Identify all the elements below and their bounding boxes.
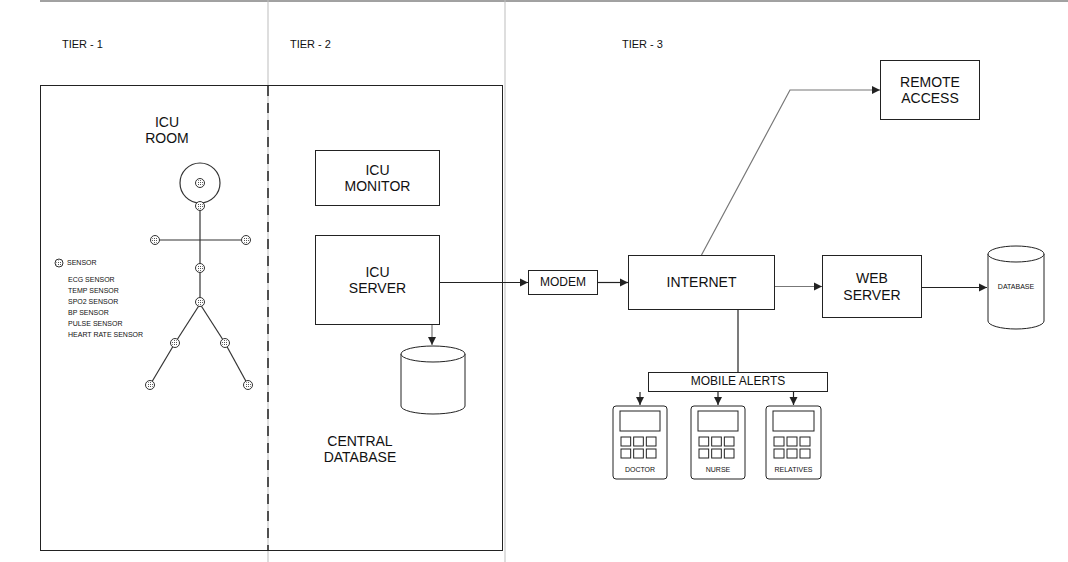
connector xyxy=(702,90,881,255)
sensor-name: ECG SENSOR xyxy=(68,276,115,284)
connector xyxy=(440,282,528,283)
icu-room-frame: ICU ROOM ICU MONITOR ICU SERVER CENTRAL DAT… xyxy=(40,85,503,551)
node-label: DOCTOR xyxy=(612,466,668,474)
monitor-box: ICU MONITOR xyxy=(315,150,440,206)
sensor-dot-fill xyxy=(222,340,228,346)
node-label: RELATIVES xyxy=(765,466,822,474)
relatives-phone: RELATIVES xyxy=(765,405,822,480)
database-cylinder: DATABASE xyxy=(987,245,1045,330)
legend-item: SENSOR xyxy=(54,258,97,268)
tier-label: TIER - 3 xyxy=(622,38,663,50)
tier-label: TIER - 1 xyxy=(62,38,103,50)
node-label: CENTRAL DATABASE xyxy=(314,433,406,465)
node-label: ICU MONITOR xyxy=(342,162,414,194)
sensor-name: SPO2 SENSOR xyxy=(68,298,118,306)
sensor-dot-fill xyxy=(197,203,203,209)
sensor-dot xyxy=(196,264,205,273)
node-label: DATABASE xyxy=(987,283,1045,291)
central-database: CENTRAL DATABASE xyxy=(318,345,468,475)
sensor-dot xyxy=(196,202,205,211)
tier-divider xyxy=(505,0,506,562)
connector xyxy=(717,392,718,405)
sensor-dot xyxy=(196,179,205,188)
modem-box: MODEM xyxy=(528,270,598,295)
node-label: NURSE xyxy=(690,466,746,474)
sensor-dots xyxy=(146,179,253,390)
sensor-dot xyxy=(196,298,205,307)
tier-label: TIER - 2 xyxy=(290,38,331,50)
node-label: ICU ROOM xyxy=(136,114,198,146)
sensor-dot-fill xyxy=(245,382,251,388)
sensor-name: BP SENSOR xyxy=(68,309,109,317)
connector xyxy=(639,392,640,405)
sensor-dot xyxy=(242,236,251,245)
sensor-dot xyxy=(151,236,160,245)
sensor-dot-fill xyxy=(197,180,203,186)
frame-line xyxy=(40,1,1068,2)
sensor-dot-fill xyxy=(152,237,158,243)
patient-figure xyxy=(150,163,248,385)
dashed-divider xyxy=(267,86,269,550)
sensor-name: TEMP SENSOR xyxy=(68,287,119,295)
sensor-dot xyxy=(221,339,230,348)
sensor-dot-fill xyxy=(147,382,153,388)
node-label: ICU SERVER xyxy=(342,264,414,296)
server-box: ICU SERVER xyxy=(315,235,440,325)
legend-text: SENSOR xyxy=(67,259,97,267)
node-label: MOBILE ALERTS xyxy=(691,375,785,389)
sensor-dot xyxy=(244,381,253,390)
sensor-name: HEART RATE SENSOR xyxy=(68,331,143,339)
nurse-phone: NURSE xyxy=(690,405,746,480)
sensor-dot-fill xyxy=(172,340,178,346)
connector xyxy=(431,325,432,345)
sensor-dot xyxy=(146,381,155,390)
internet-box: INTERNET xyxy=(628,255,775,310)
connector xyxy=(737,310,738,372)
sensor-dot xyxy=(171,339,180,348)
connector xyxy=(598,282,628,283)
sensor-dot-fill xyxy=(243,237,249,243)
node-label: REMOTE ACCESS xyxy=(888,74,972,106)
connector xyxy=(793,392,794,405)
connector xyxy=(922,287,987,288)
legend-sensor-swatch xyxy=(54,258,64,268)
sensor-dot-fill xyxy=(197,299,203,305)
node-label: WEB SERVER xyxy=(840,270,904,302)
mobile-alerts-bar: MOBILE ALERTS xyxy=(648,372,828,392)
node-label: MODEM xyxy=(540,276,586,290)
web-server-box: WEB SERVER xyxy=(822,255,922,318)
doctor-phone: DOCTOR xyxy=(612,405,668,480)
sensor-name: PULSE SENSOR xyxy=(68,320,122,328)
remote-access-box: REMOTE ACCESS xyxy=(880,60,980,120)
cylinder-outline xyxy=(400,345,466,415)
node-label: INTERNET xyxy=(667,274,737,290)
connector xyxy=(775,286,822,287)
sensor-dot-fill xyxy=(197,265,203,271)
